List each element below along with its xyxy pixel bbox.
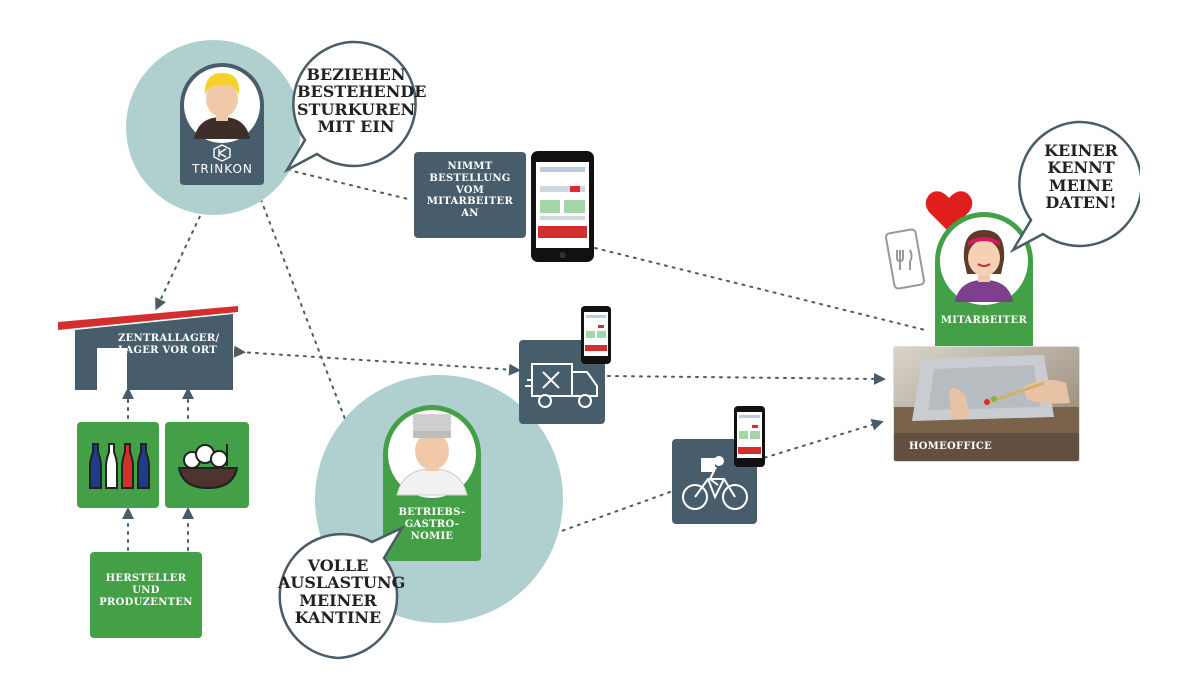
trinkon-speech-bubble (283, 40, 417, 174)
line-truck-homeoffice (607, 372, 886, 385)
trinkon-bubble-text: BEZIEHEN BESTEHENDE STURKUREN MIT EIN (297, 65, 427, 136)
employee-badge (935, 212, 1033, 348)
order-box[interactable]: NIMMT BESTELLUNG VOM MITARBEITER AN (414, 152, 526, 238)
bottles-box[interactable] (77, 422, 159, 508)
order-box-text: NIMMT BESTELLUNG VOM MITARBEITER AN (426, 161, 514, 220)
employee-bubble-text: KEINER KENNT MEINE DATEN! (1044, 141, 1118, 212)
salad-bowl-icon (177, 444, 239, 490)
employee-node[interactable]: MITARBEITER (935, 212, 1033, 348)
bike-phone-icon (734, 406, 765, 467)
homeoffice-illustration (894, 347, 1079, 461)
homeoffice-photo[interactable]: HOMEOFFICE (893, 346, 1080, 462)
smartphone-icon (531, 151, 594, 262)
line-warehouse-truck (233, 345, 521, 376)
heart-icon (925, 191, 973, 232)
employee-label: MITARBEITER (940, 315, 1028, 326)
gastro-label: BETRIEBS- GASTRO- NOMIE (398, 507, 466, 542)
person-blond-icon (194, 73, 250, 139)
gastro-speech-bubble (278, 525, 406, 660)
line-bike-homeoffice (756, 419, 884, 461)
woman-icon (955, 230, 1013, 302)
bicycle-icon (682, 456, 748, 510)
employee-speech-bubble (1009, 120, 1140, 254)
warehouse-label: ZENTRALLAGER/ LAGER VOR ORT (118, 333, 220, 356)
trinkon-brand: TRINKON (192, 162, 253, 176)
bottles-icon (89, 443, 150, 489)
salad-box[interactable] (165, 422, 249, 508)
chef-icon (396, 414, 468, 496)
trinkon-badge (180, 63, 264, 185)
gastro-node[interactable]: BETRIEBS- GASTRO- NOMIE (383, 405, 481, 561)
truck-phone-icon (581, 306, 611, 364)
warehouse-icon (58, 306, 238, 390)
gastro-badge (383, 405, 481, 561)
line-phone-employee (594, 247, 926, 331)
trinkon-logo-icon (213, 144, 231, 162)
line-trinkon-order (272, 160, 413, 201)
producers-box[interactable]: HERSTELLER UND PRODUZENTEN (90, 552, 202, 638)
phone-fork-icon (885, 228, 926, 290)
gastro-bubble-text: VOLLE AUSLASTUNG MEINER KANTINE (278, 556, 406, 627)
truck-icon (525, 363, 598, 408)
homeoffice-label: HOMEOFFICE (909, 441, 993, 452)
producers-label: HERSTELLER UND PRODUZENTEN (99, 573, 193, 608)
trinkon-node[interactable]: TRINKON (180, 63, 265, 185)
